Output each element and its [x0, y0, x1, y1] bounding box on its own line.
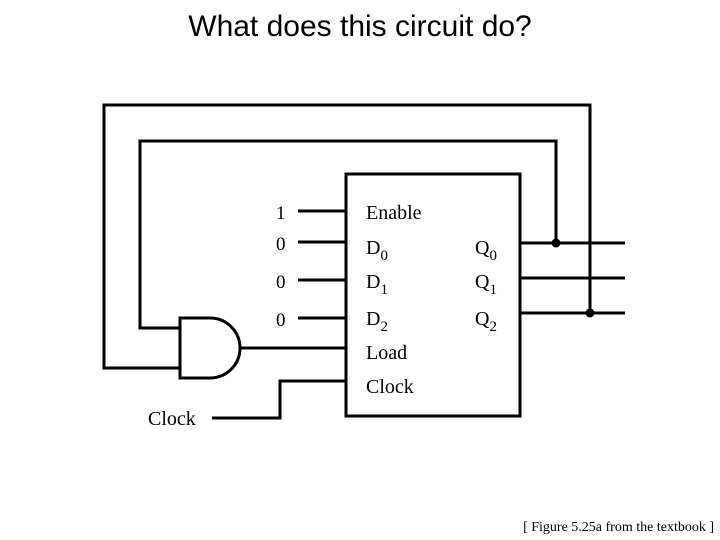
enable-port-label: Enable [366, 202, 422, 224]
q0-port-label: Q0 [475, 237, 497, 264]
q2-junction-dot [585, 308, 595, 318]
figure-caption: [ Figure 5.25a from the textbook ] [523, 520, 714, 535]
d0-port-label: D0 [366, 237, 388, 264]
slide-title: What does this circuit do? [188, 10, 532, 43]
load-port-label: Load [366, 342, 407, 364]
clock-wire [212, 379, 346, 420]
q2-port-label: Q2 [475, 308, 497, 335]
d0-input-value: 0 [276, 234, 286, 255]
enable-input-value: 1 [276, 203, 286, 224]
q1-port-label: Q1 [475, 271, 497, 298]
q2-feedback-wire [102, 103, 592, 370]
d1-input-value: 0 [276, 272, 286, 293]
clock-port-label: Clock [366, 376, 414, 398]
q0-junction-dot [551, 238, 561, 248]
clock-input-label: Clock [148, 408, 196, 430]
register-block [344, 172, 522, 418]
d2-port-label: D2 [366, 308, 388, 335]
d1-port-label: D1 [366, 271, 388, 298]
q0-feedback-wire [138, 139, 558, 330]
and-gate [178, 316, 242, 380]
d2-input-value: 0 [276, 310, 286, 331]
